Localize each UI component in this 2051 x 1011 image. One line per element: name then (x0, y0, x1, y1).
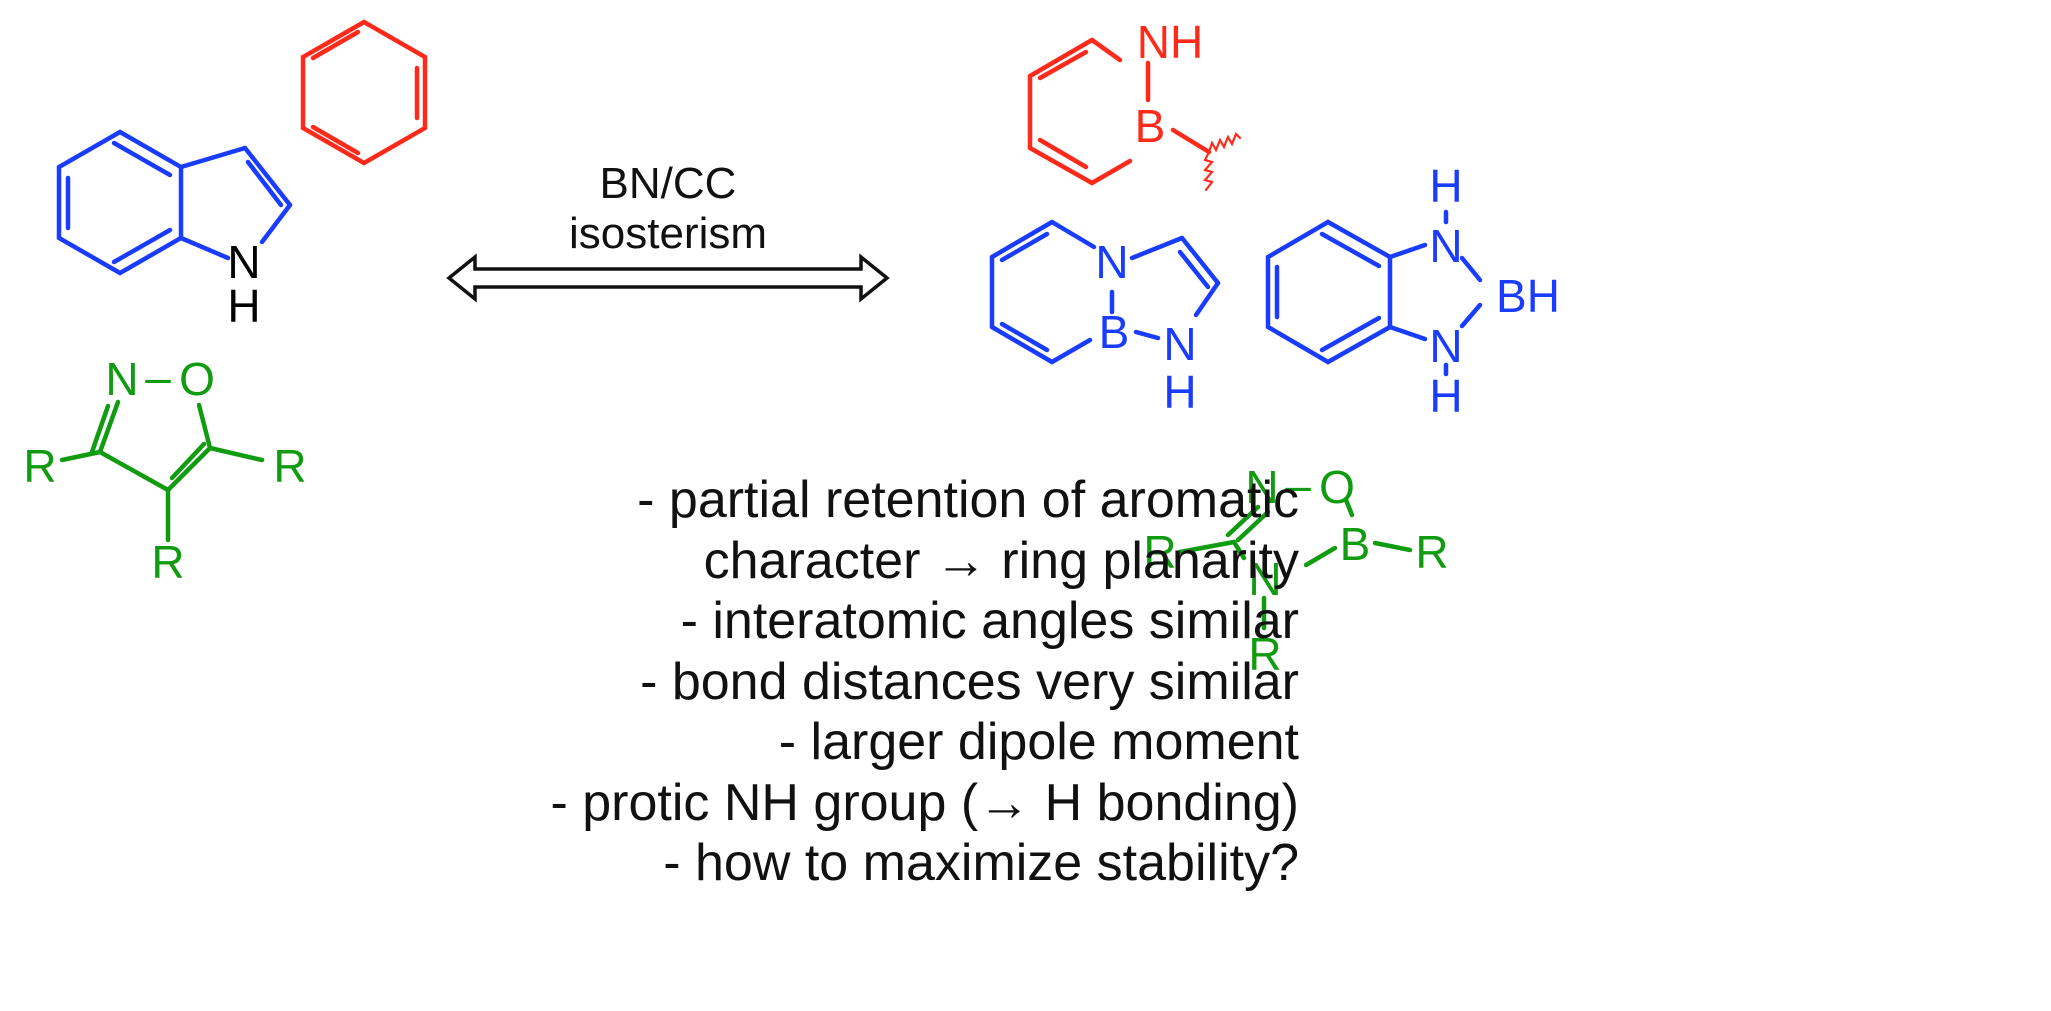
property-bullet-list: - partial retention of aromatic characte… (299, 470, 1299, 894)
benzodiazaborole-h-atom-top: H (1429, 160, 1462, 212)
bn-indole-nh-h-atom: H (1163, 366, 1196, 418)
azaborine-nh-group: NH (1137, 16, 1203, 68)
isoxazole-r-group-right: R (273, 440, 306, 492)
bullet-dipole: - larger dipole moment (778, 713, 1299, 771)
indole-structure (56, 129, 293, 276)
isoxazole-bond-dash: – (145, 351, 171, 403)
bullet-aromaticity: - partial retention of aromatic (637, 471, 1299, 529)
benzodiazaborole-h-atom-bottom: H (1429, 370, 1462, 422)
isosterism-label-line2: isosterism (569, 209, 767, 258)
bn-indole-b-atom: B (1099, 306, 1130, 358)
benzodiazaborole-n-atom-bottom: N (1429, 320, 1462, 372)
azaborine-structure (1027, 37, 1242, 192)
oxadiazaborole-r-group-left: R (1143, 526, 1176, 578)
oxadiazaborole-b-atom: B (1340, 518, 1371, 570)
bullet-planarity: character → ring planarity (703, 531, 1299, 590)
bn-indole-n-atom: N (1095, 236, 1128, 288)
bullet-protic-nh: - protic NH group (→ H bonding) (550, 773, 1299, 832)
benzodiazaborole-n-atom-top: N (1429, 220, 1462, 272)
isoxazole-r-group-bottom: R (151, 536, 184, 588)
double-headed-arrow (446, 253, 890, 303)
isoxazole-structure (59, 399, 265, 543)
bullet-angles: - interatomic angles similar (680, 592, 1299, 650)
bn-indole-nh-n-atom: N (1163, 318, 1196, 370)
oxadiazaborole-r-group-right: R (1415, 526, 1448, 578)
benzene-structure (300, 19, 428, 166)
oxadiazaborole-o-atom: O (1319, 461, 1355, 513)
bn-indole-structure (989, 219, 1221, 365)
isoxazole-r-group-left: R (23, 440, 56, 492)
isoxazole-o-atom: O (179, 353, 215, 405)
bullet-bond-distances: - bond distances very similar (640, 652, 1299, 711)
oxadiazaborole-r-group-bottom: R (1248, 628, 1281, 680)
isosterism-label-line1: BN/CC (600, 159, 737, 208)
indole-n-atom: N (227, 236, 260, 288)
oxadiazaborole-bond-dash: – (1285, 459, 1311, 511)
azaborine-b-atom: B (1135, 100, 1166, 152)
oxadiazaborole-n-atom-ring: N (1248, 553, 1281, 605)
oxadiazaborole-n-atom: N (1245, 461, 1278, 513)
bullet-stability: - how to maximize stability? (663, 834, 1299, 892)
benzodiazaborole-bh-group: BH (1496, 270, 1560, 322)
indole-h-atom: H (227, 280, 260, 332)
benzodiazaborole-structure (1265, 209, 1483, 377)
isoxazole-n-atom: N (105, 353, 138, 405)
oxadiazaborole-structure (1177, 497, 1413, 631)
